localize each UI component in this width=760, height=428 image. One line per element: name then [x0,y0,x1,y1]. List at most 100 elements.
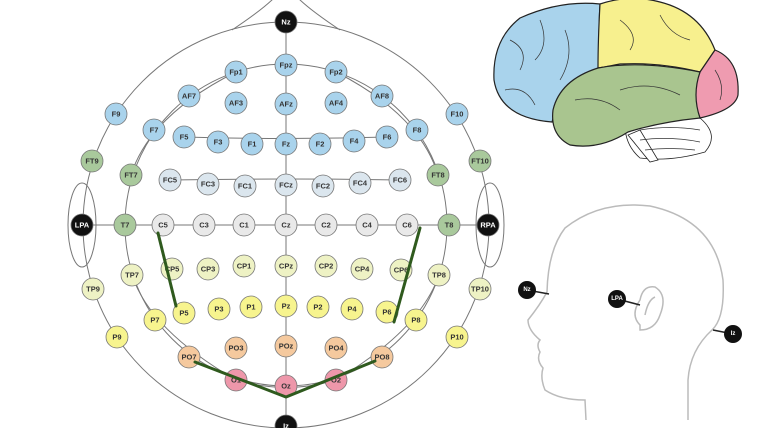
electrode-label: F7 [150,126,159,135]
electrode-label: AF3 [229,99,243,108]
electrode-label: P5 [179,309,188,318]
electrode-afz [274,92,298,116]
electrode-label: C2 [321,221,331,230]
electrode-p9 [105,325,129,349]
electrode-label: AF7 [182,92,196,101]
electrode-f3 [206,130,230,154]
electrode-label: FC4 [353,179,368,188]
highlight-line-po7-oz-po8 [193,359,377,399]
electrode-f7 [142,118,166,142]
electrode-label: FCz [279,181,293,190]
electrode-cp1 [232,254,256,278]
side-iz-marker [724,325,742,343]
electrode-label: CP5 [165,265,180,274]
electrode-label: PO3 [228,344,243,353]
electrode-cp2 [314,254,338,278]
electrode-cp4 [350,257,374,281]
brain-illustration [493,0,739,163]
electrode-fc6 [388,168,412,192]
electrode-label: F10 [451,110,464,119]
electrode-label: P7 [150,316,159,325]
head-profile-outline [527,204,725,421]
highlight-line-c5-p5 [156,231,178,308]
brain-stem [627,129,659,163]
electrode-c6 [395,213,419,237]
electrode-fc2 [311,174,335,198]
frontal-arc [130,71,439,176]
electrode-label: T7 [121,221,130,230]
electrode-label: PO7 [181,353,196,362]
side-label-iz: Iz [731,331,736,337]
electrode-cp3 [196,257,220,281]
electrode-label: Oz [281,382,291,391]
highlight-lines [156,226,422,399]
electrode-label: C4 [362,221,372,230]
electrode-label: Fp2 [329,68,342,77]
electrode-tp7 [120,263,144,287]
highlight-line-c6-p6 [392,226,422,324]
electrode-rpa [476,213,500,237]
electrode-label: F6 [383,133,392,142]
electrode-f9 [104,102,128,126]
electrode-label: P2 [313,303,322,312]
electrode-label: P1 [246,303,255,312]
electrode-nz [274,10,298,34]
electrode-label: FC1 [238,182,252,191]
electrode-c1 [232,213,256,237]
electrode-f8 [405,118,429,142]
electrode-p7 [143,308,167,332]
electrode-label: Fp1 [229,68,242,77]
electrode-label: AF4 [329,99,344,108]
electrode-tp10 [468,277,492,301]
head-side-view: Nz LPA Iz [518,204,742,421]
electrode-label: P3 [214,305,223,314]
brain-temporal-lobe [552,64,701,147]
brain-sulci [504,14,722,151]
electrode-label: CP2 [319,262,334,271]
electrode-po8 [370,345,394,369]
electrode-poz [274,334,298,358]
electrode-lpa [70,213,94,237]
electrode-label: TP7 [125,271,139,280]
side-lpa-marker [608,290,626,308]
electrode-label: POz [279,342,294,351]
electrode-ft9 [80,149,104,173]
electrode-ft10 [468,149,492,173]
electrode-label: Iz [283,422,289,428]
electrode-label: P6 [382,308,391,317]
electrode-t8 [437,213,461,237]
side-nz-marker [518,281,536,299]
electrode-label: CP3 [201,265,216,274]
electrode-fp1 [224,60,248,84]
electrode-label: P4 [347,305,357,314]
electrode-label: F9 [112,110,121,119]
electrode-fc4 [348,171,372,195]
electrode-label: T8 [445,221,454,230]
electrode-f1 [240,132,264,156]
electrode-af4 [324,91,348,115]
electrode-fc5 [158,168,182,192]
electrode-label: P8 [411,316,420,325]
electrode-p10 [445,325,469,349]
electrode-label: F4 [350,137,360,146]
electrode-c2 [314,213,338,237]
electrode-c4 [355,213,379,237]
electrode-label: FC2 [316,182,330,191]
side-label-nz: Nz [523,287,530,293]
electrode-po4 [324,336,348,360]
electrode-c3 [192,213,216,237]
electrode-f2 [308,132,332,156]
electrode-po3 [224,336,248,360]
electrode-label: FC3 [201,180,215,189]
electrode-p4 [340,297,364,321]
electrode-label: F5 [180,133,189,142]
electrode-p1 [239,295,263,319]
electrode-label: F8 [413,126,422,135]
electrode-label: LPA [75,221,90,230]
electrode-ft7 [119,163,143,187]
electrode-label: FT9 [85,157,98,166]
electrode-cz [274,213,298,237]
electrode-label: FT8 [431,171,444,180]
electrode-label: RPA [480,221,496,230]
electrode-label: FT10 [471,157,489,166]
